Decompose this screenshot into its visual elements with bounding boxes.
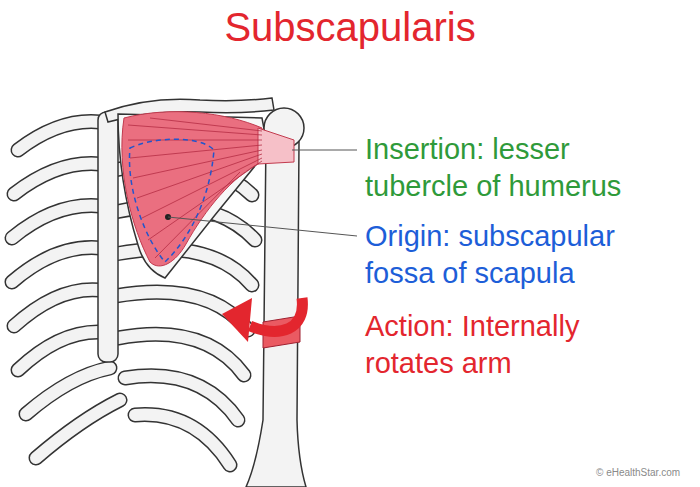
muscle-fiber — [150, 118, 262, 131]
subscapularis-muscle — [122, 112, 262, 266]
muscle-fiber — [130, 145, 262, 158]
rib-outline — [18, 122, 100, 150]
action-label: Action: Internally rotates arm — [365, 308, 665, 382]
rib — [18, 332, 102, 370]
fossa-outline — [129, 139, 214, 262]
sternum — [98, 112, 118, 362]
muscle-fiber — [148, 161, 262, 240]
rib-outline — [118, 334, 244, 375]
origin-label-box: Origin: subscapular fossa of scapula — [365, 218, 665, 292]
rib — [135, 415, 230, 465]
rib-outline — [18, 332, 102, 370]
leader-line — [292, 150, 357, 151]
copyright-note-box: © eHealthStar.com — [596, 466, 696, 479]
action-label-box: Action: Internally rotates arm — [365, 308, 665, 382]
muscle-tendon — [258, 128, 294, 164]
muscle-fiber — [133, 150, 262, 178]
muscle-fibers — [128, 118, 262, 258]
origin-label: Origin: subscapular fossa of scapula — [365, 218, 665, 292]
rib — [118, 334, 244, 375]
diagram-title: Subscapularis — [0, 4, 700, 50]
rib-outline — [14, 290, 100, 326]
rib — [14, 164, 100, 194]
rib — [36, 400, 120, 458]
rib-outline — [36, 400, 120, 458]
rib-outline — [135, 415, 230, 465]
rotation-arrowhead — [222, 298, 252, 342]
insertion-label-box: Insertion: lesser tubercle of humerus — [365, 131, 665, 205]
rib-outline — [14, 164, 100, 194]
rib — [18, 122, 100, 150]
insertion-label: Insertion: lesser tubercle of humerus — [365, 131, 665, 205]
rotation-arrow — [250, 298, 302, 331]
muscle-fiber — [137, 154, 262, 198]
rib-outline — [12, 206, 100, 238]
title-box: Subscapularis — [0, 4, 700, 50]
humerus — [246, 138, 306, 487]
rib — [12, 248, 100, 282]
muscle-fiber — [142, 158, 262, 218]
rib — [12, 206, 100, 238]
copyright-note: © eHealthStar.com — [596, 466, 696, 479]
rib-outline — [12, 248, 100, 282]
muscle-fiber — [128, 125, 262, 135]
rib — [14, 290, 100, 326]
leader-line — [168, 217, 357, 236]
